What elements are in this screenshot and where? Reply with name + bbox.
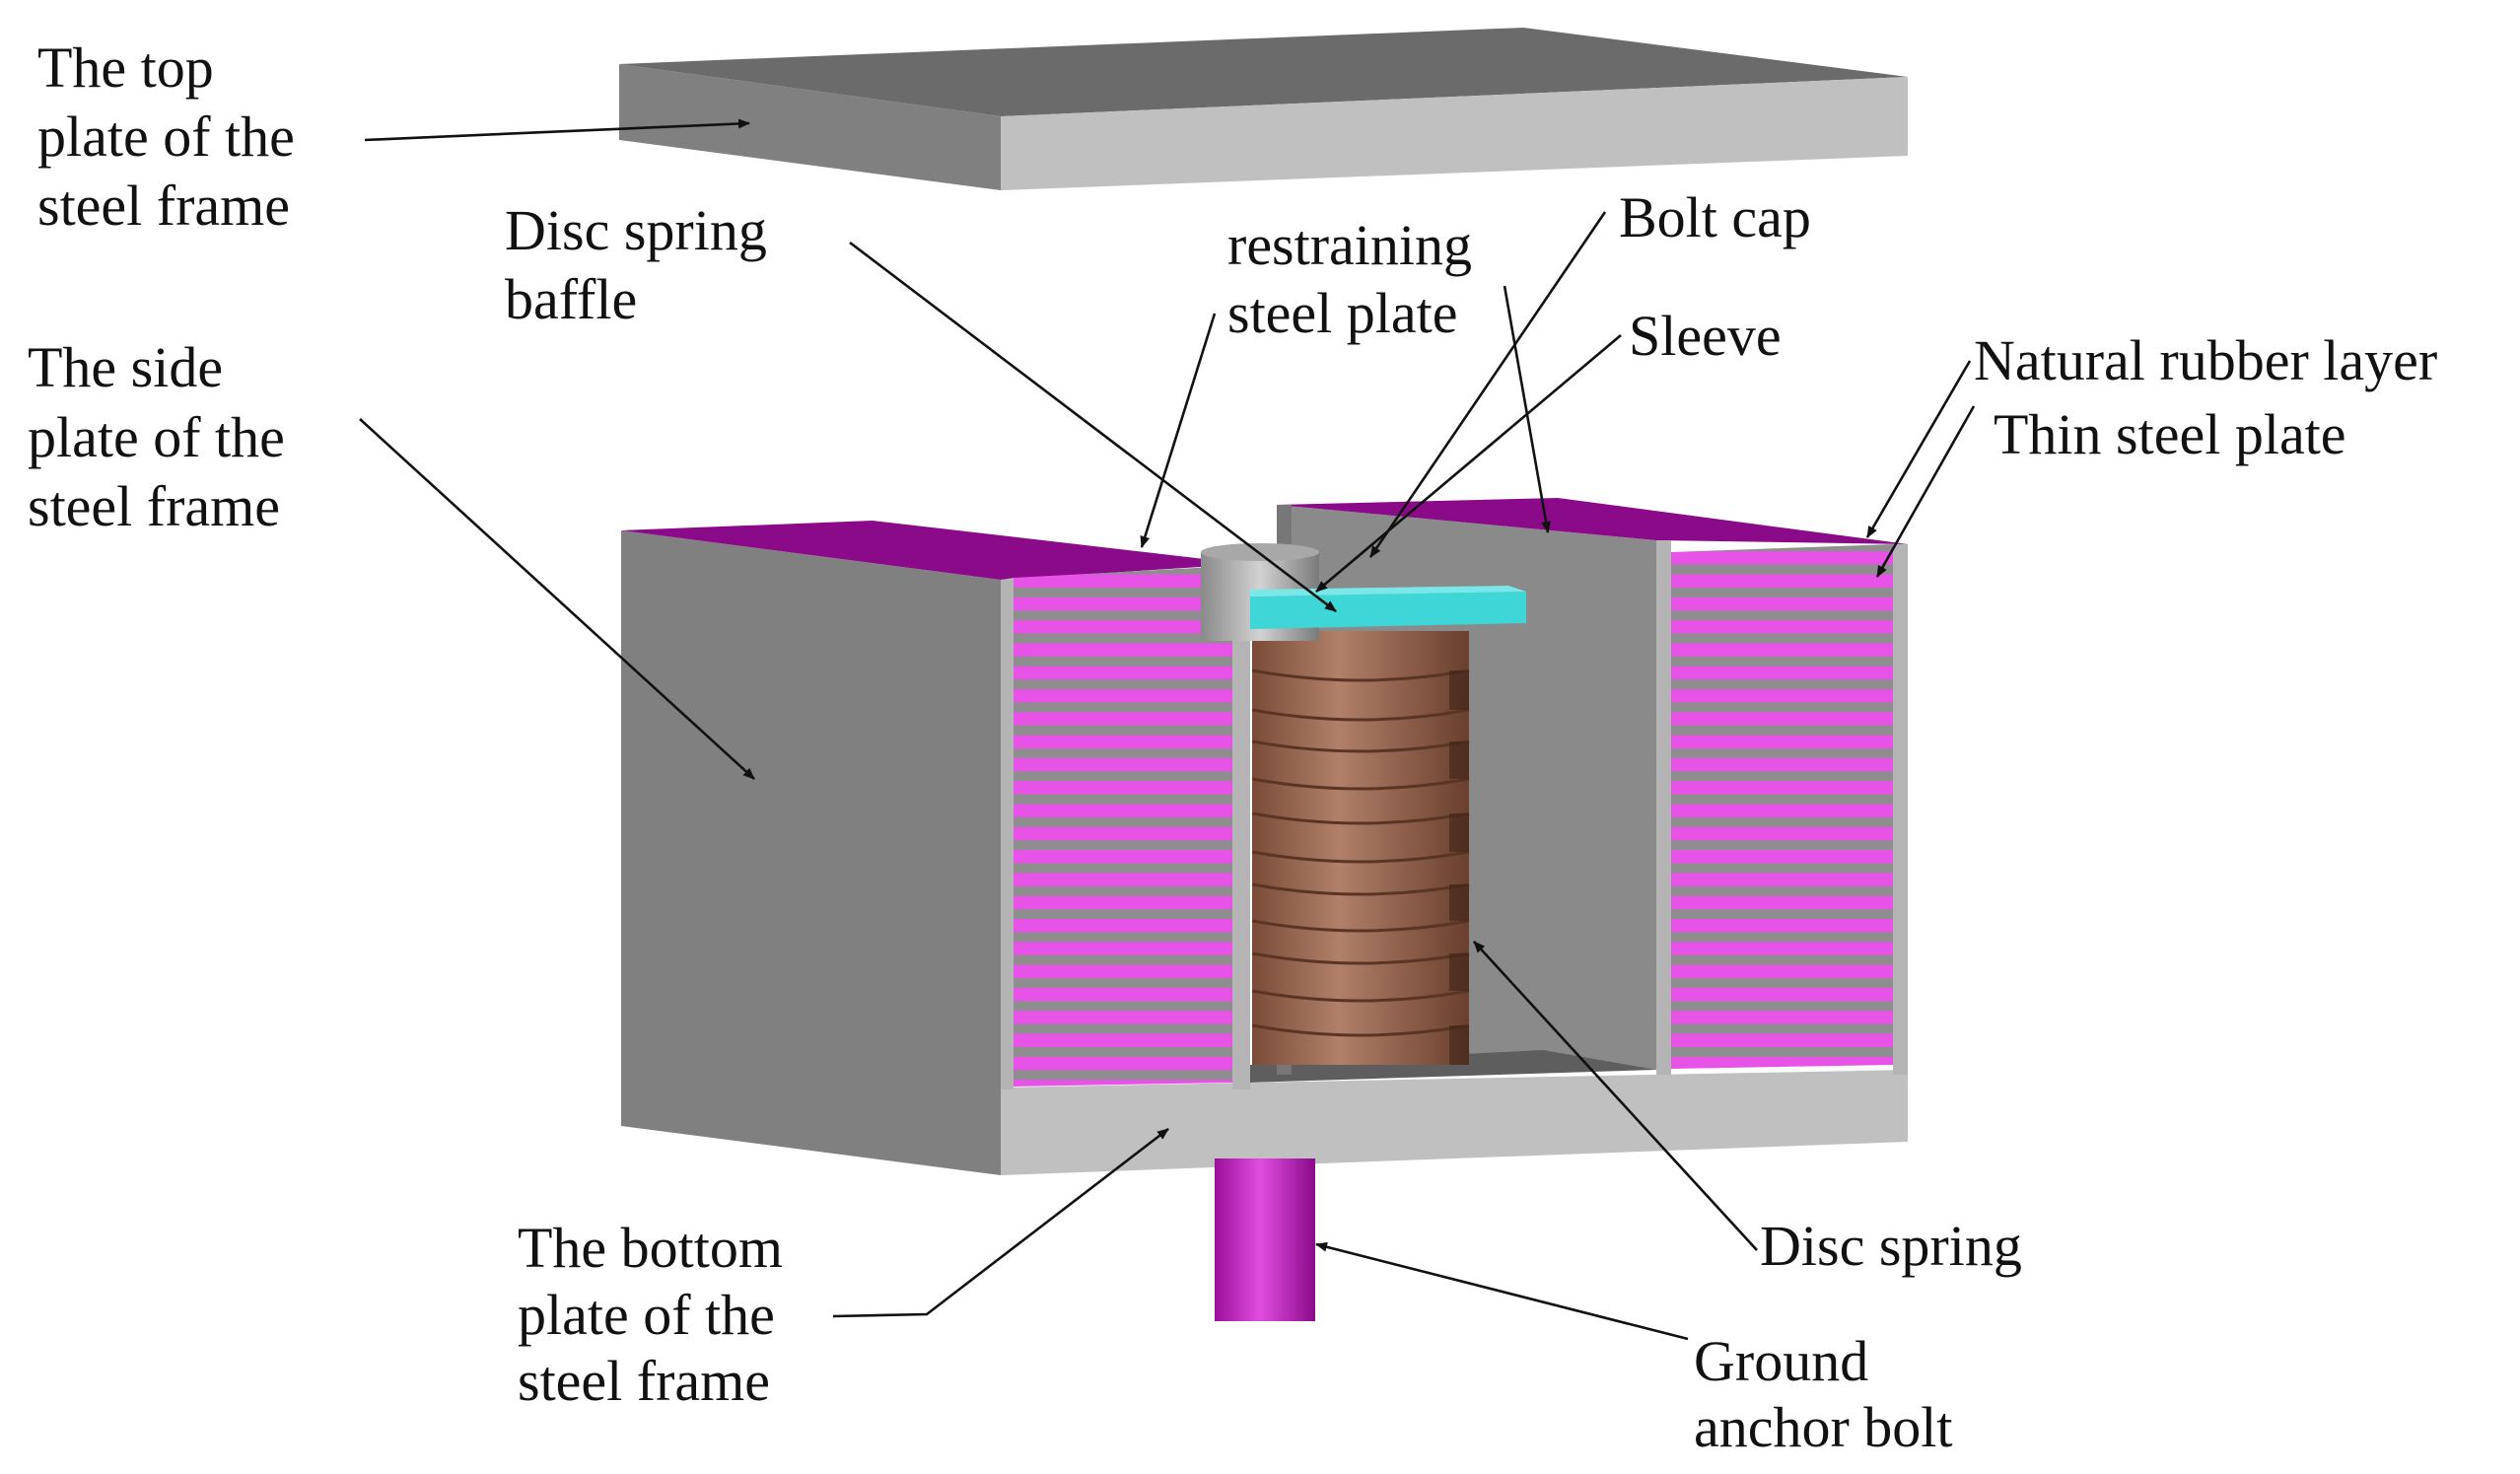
label-ground-anchor-bolt: Ground anchor bolt: [1694, 1329, 1953, 1459]
label-thin-steel-plate: Thin steel plate: [1994, 402, 2346, 466]
leader-lines: [359, 118, 1976, 1341]
label-natural-rubber-layer: Natural rubber layer: [1974, 328, 2437, 392]
label-bolt-cap: Bolt cap: [1619, 185, 1811, 249]
laminated-rubber-right: [1671, 544, 1893, 1069]
disc-spring-stack: [1251, 631, 1470, 1065]
label-disc-spring: Disc spring: [1760, 1214, 2022, 1278]
label-sleeve: Sleeve: [1629, 304, 1782, 368]
label-disc-spring-baffle: Disc spring baffle: [505, 198, 781, 331]
laminated-rubber-left: [1014, 566, 1232, 1087]
label-restraining-steel-plate: restraining steel plate: [1227, 213, 1487, 345]
label-bottom-plate: The bottom plate of the steel frame: [518, 1216, 798, 1413]
label-top-plate: The top plate of the steel frame: [37, 35, 309, 238]
ground-anchor-bolt: [1215, 1158, 1315, 1321]
restraining-steel-plate: [1250, 586, 1526, 629]
top-plate: [619, 28, 1908, 190]
label-side-plate: The side plate of the steel frame: [28, 335, 299, 538]
